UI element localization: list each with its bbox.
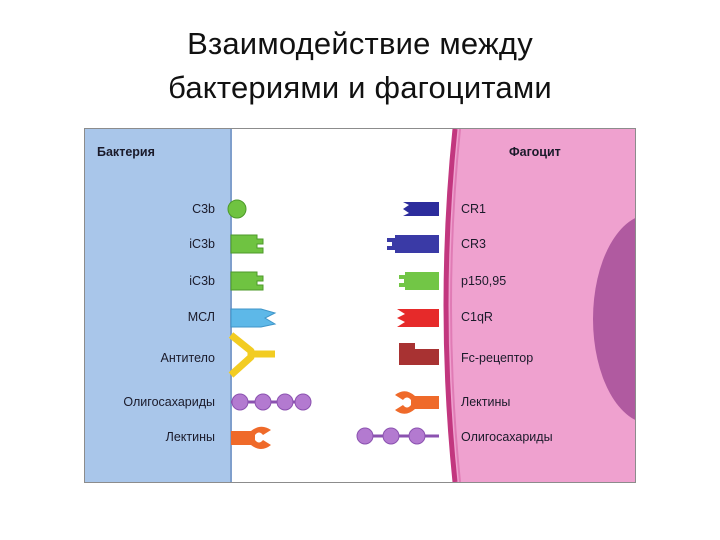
ic3b-molecule-2 (230, 271, 264, 291)
title-line-2: бактериями и фагоцитами (168, 70, 552, 105)
label-ic3b-1: iC3b (189, 237, 215, 251)
label-c1qr: C1qR (461, 310, 493, 324)
cr3-receptor (387, 235, 439, 253)
bacterial-oligosaccharides (231, 393, 312, 411)
label-ic3b-2: iC3b (189, 274, 215, 288)
label-oligosaccharides-phagocyte: Олигосахариды (461, 430, 553, 444)
c1qr-receptor (397, 309, 439, 327)
fc-receptor (399, 343, 439, 365)
phagocyte-cell (446, 129, 635, 482)
phagocyte-membrane-inner (450, 129, 461, 482)
phagocyte-nucleus (593, 218, 635, 420)
label-antibody: Антитело (160, 351, 215, 365)
cr1-receptor (403, 202, 439, 216)
slide-title: Взаимодействие между бактериями и фагоци… (0, 22, 720, 110)
phagocyte-oligosaccharides (356, 427, 439, 445)
label-cr1: CR1 (461, 202, 487, 216)
label-p150-95: p150,95 (461, 274, 507, 288)
label-msl: МСЛ (187, 310, 215, 324)
label-c3b: C3b (192, 202, 215, 216)
label-oligosaccharides-bacteria: Олигосахариды (123, 395, 215, 409)
msl-molecule (230, 308, 277, 328)
phagocyte-lectin (395, 391, 439, 414)
ic3b-molecule-1 (230, 234, 264, 254)
title-line-1: Взаимодействие между (187, 26, 533, 61)
antibody-molecule (228, 332, 275, 378)
p150-95-receptor (399, 272, 439, 290)
bacterial-lectin (231, 426, 271, 449)
label-lectins-bacteria: Лектины (165, 430, 215, 444)
interaction-diagram: Бактерия C3b iC3b iC3b МСЛ Антитело Олиг… (84, 128, 636, 483)
label-fc-receptor: Fc-рецептор (461, 351, 534, 365)
phagocyte-header: Фагоцит (509, 145, 561, 159)
phagocyte-membrane (443, 129, 458, 482)
c3b-molecule (227, 199, 247, 219)
bacteria-cell (85, 129, 231, 482)
bacteria-header: Бактерия (97, 145, 155, 159)
label-cr3: CR3 (461, 237, 487, 251)
label-lectins-phagocyte: Лектины (461, 395, 511, 409)
diagram-canvas (85, 129, 635, 482)
